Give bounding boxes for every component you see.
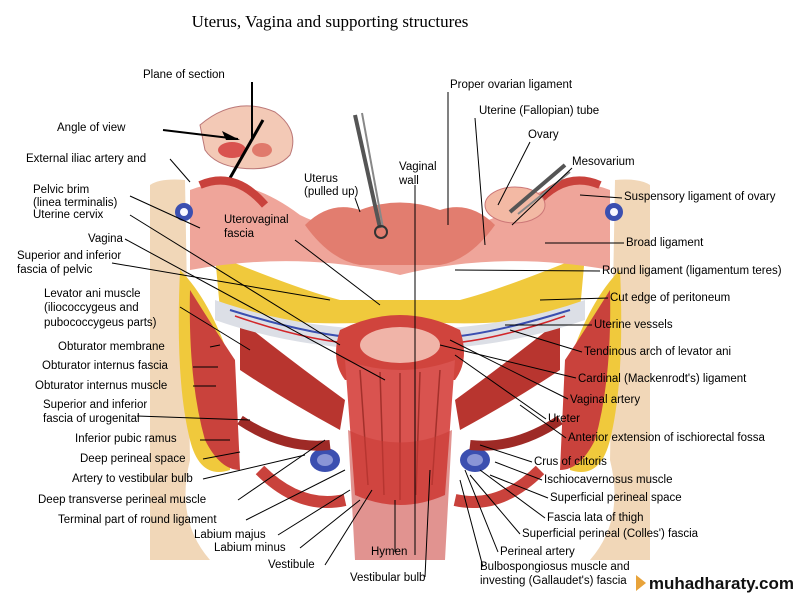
label-bulbospongiosus-1: Bulbospongiosus muscle and — [480, 561, 630, 573]
label-uterine-cervix: Uterine cervix — [33, 209, 104, 221]
label-tendinous-arch: Tendinous arch of levator ani — [584, 346, 732, 358]
label-sup-inf-pelvic-1: Superior and inferior — [17, 250, 122, 262]
label-anterior-extension: Anterior extension of ischiorectal fossa — [568, 432, 765, 444]
label-broad: Broad ligament — [626, 237, 704, 249]
label-terminal-round: Terminal part of round ligament — [58, 514, 217, 526]
watermark: muhadharaty.com — [635, 574, 794, 594]
pelvic-section — [150, 112, 650, 561]
label-uterus-2: (pulled up) — [304, 186, 359, 198]
label-labium-majus: Labium majus — [194, 529, 266, 541]
label-uterus-1: Uterus — [304, 173, 338, 185]
label-obturator-fascia: Obturator internus fascia — [42, 360, 168, 372]
label-uterovaginal-1: Uterovaginal — [224, 214, 289, 226]
watermark-text: muhadharaty.com — [648, 574, 794, 593]
label-suspensory: Suspensory ligament of ovary — [624, 191, 776, 203]
label-artery-vestibular-bulb: Artery to vestibular bulb — [72, 473, 193, 485]
label-levator-3: pubococcygeus parts) — [44, 317, 157, 329]
watermark-logo-icon — [635, 575, 646, 591]
label-sup-inf-urogenital-1: Superior and inferior — [43, 399, 148, 411]
label-cardinal: Cardinal (Mackenrodt's) ligament — [578, 373, 747, 385]
label-inferior-pubic-ramus: Inferior pubic ramus — [75, 433, 177, 445]
label-pelvic-brim-2: (linea terminalis) — [33, 197, 118, 209]
label-bulbospongiosus-2: investing (Gallaudet's) fascia — [480, 575, 627, 587]
label-sup-inf-urogenital-2: fascia of urogenital — [43, 413, 140, 425]
label-uterine-vessels: Uterine vessels — [594, 319, 673, 331]
label-vaginal-wall-1: Vaginal — [399, 161, 437, 173]
label-sup-inf-pelvic-2: fascia of pelvic — [17, 264, 93, 276]
label-obturator-muscle: Obturator internus muscle — [35, 380, 168, 392]
inset-sketch — [162, 82, 294, 179]
label-ureter: Ureter — [548, 413, 580, 425]
label-levator-2: (iliococcygeus and — [44, 302, 139, 314]
label-deep-transverse: Deep transverse perineal muscle — [38, 494, 207, 506]
label-crus-clitoris: Crus of clitoris — [534, 456, 607, 468]
figure-title: Uterus, Vagina and supporting structures — [191, 12, 469, 31]
label-uterine-tube: Uterine (Fallopian) tube — [479, 105, 600, 117]
label-vaginal-wall-2: wall — [399, 175, 419, 187]
label-round: Round ligament (ligamentum teres) — [602, 265, 782, 277]
label-superficial-space: Superficial perineal space — [550, 492, 682, 504]
label-vaginal-artery: Vaginal artery — [570, 394, 641, 406]
label-mesovarium: Mesovarium — [572, 156, 635, 168]
label-levator-1: Levator ani muscle — [44, 288, 141, 300]
label-uterovaginal-2: fascia — [224, 228, 255, 240]
label-ovary: Ovary — [528, 129, 559, 141]
label-ischiocavernosus: Ischiocavernosus muscle — [544, 474, 673, 486]
label-cut-edge: Cut edge of peritoneum — [610, 292, 731, 304]
label-vagina: Vagina — [88, 233, 123, 245]
label-obturator-membrane: Obturator membrane — [58, 341, 165, 353]
label-hymen: Hymen — [371, 546, 408, 558]
label-labium-minus: Labium minus — [214, 542, 286, 554]
label-deep-perineal-space: Deep perineal space — [80, 453, 186, 465]
label-fascia-lata: Fascia lata of thigh — [547, 512, 644, 524]
leader-lines — [111, 92, 624, 578]
label-angle-of-view: Angle of view — [57, 122, 126, 134]
label-external-iliac: External iliac artery and — [26, 153, 147, 165]
label-vestibule: Vestibule — [268, 559, 315, 571]
label-perineal-artery: Perineal artery — [500, 546, 575, 558]
label-plane-of-section: Plane of section — [143, 69, 225, 81]
label-vestibular-bulb: Vestibular bulb — [350, 572, 426, 584]
label-pelvic-brim-1: Pelvic brim — [33, 184, 90, 196]
label-proper-ovarian: Proper ovarian ligament — [450, 79, 573, 91]
label-colles: Superficial perineal (Colles') fascia — [522, 528, 699, 540]
